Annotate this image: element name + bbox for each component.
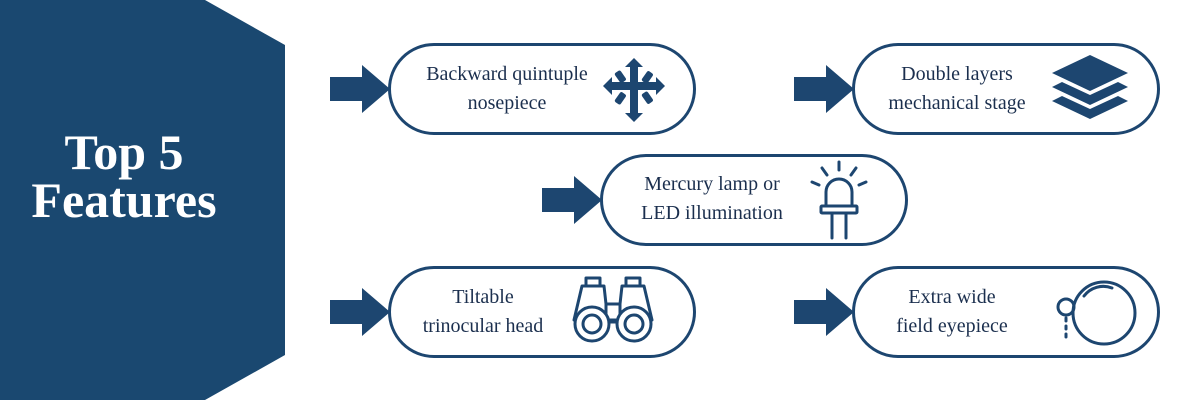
arrow-right-icon: [794, 288, 854, 336]
title-banner: Top 5 Features: [0, 0, 285, 400]
led-lamp-icon: [810, 160, 868, 240]
feature-label: Extra wide field eyepiece: [896, 286, 1008, 337]
feature-label: Backward quintuple nosepiece: [426, 63, 588, 114]
layers-icon: [1052, 55, 1128, 119]
arrow-right-icon: [330, 65, 390, 113]
page-title: Top 5 Features: [0, 124, 248, 228]
feature-label: Double layers mechanical stage: [888, 63, 1026, 114]
arrow-right-icon: [330, 288, 390, 336]
feature-label: Mercury lamp or LED illumination: [641, 173, 783, 224]
banner-shape: [0, 0, 285, 400]
binoculars-icon: [572, 276, 654, 343]
title-line-2: Features: [31, 172, 217, 228]
nosepiece-icon: [603, 58, 665, 122]
arrow-right-icon: [542, 176, 602, 224]
eyepiece-icon: [1056, 280, 1137, 346]
feature-label: Tiltable trinocular head: [422, 286, 544, 337]
title-line-1: Top 5: [64, 124, 184, 180]
arrow-right-icon: [794, 65, 854, 113]
